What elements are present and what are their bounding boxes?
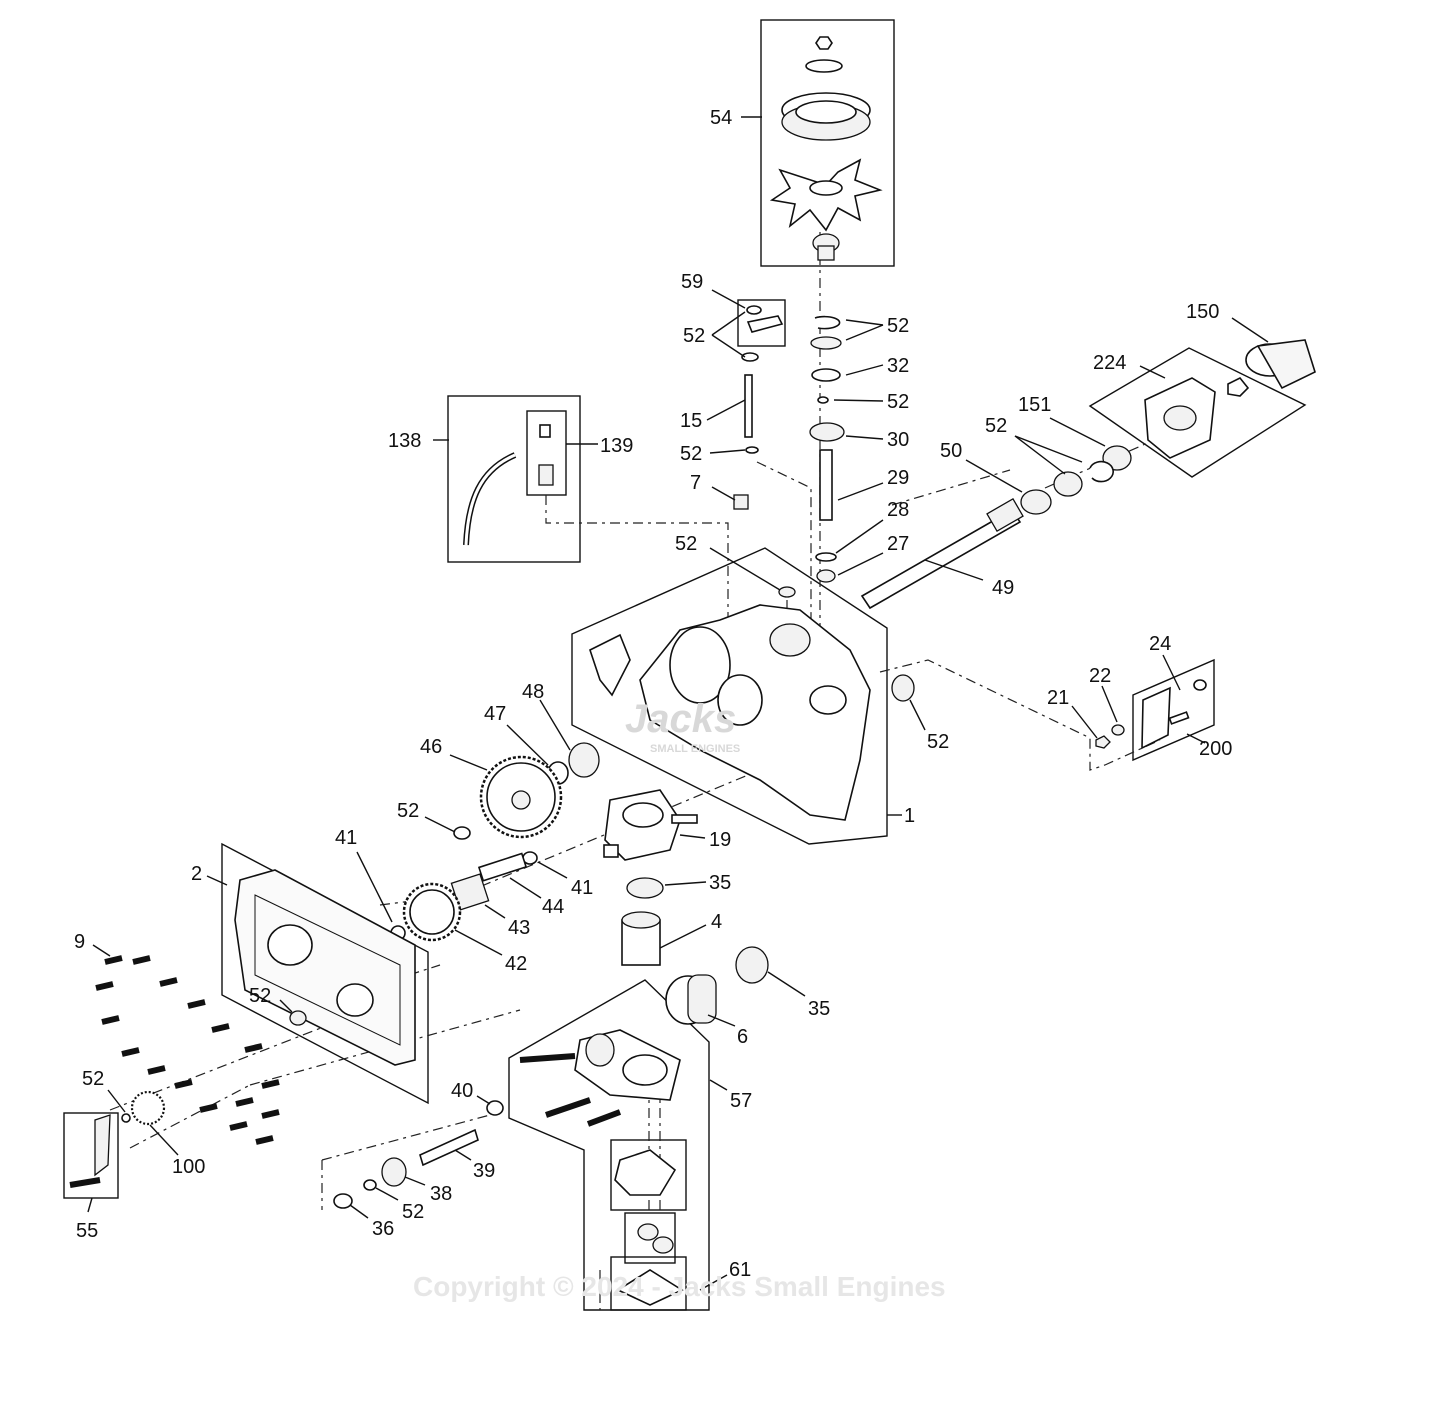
callout-138: 138 — [388, 430, 421, 452]
callout-55: 55 — [76, 1220, 98, 1242]
callout-41: 41 — [335, 827, 357, 849]
callout-52: 52 — [397, 800, 419, 822]
callout-39: 39 — [473, 1160, 495, 1182]
callout-52: 52 — [680, 443, 702, 465]
callout-151: 151 — [1018, 394, 1051, 416]
watermark-logo: Jacks SMALL ENGINES — [625, 697, 740, 755]
callout-27: 27 — [887, 533, 909, 555]
callout-52: 52 — [887, 391, 909, 413]
callout-52: 52 — [887, 315, 909, 337]
watermark-logo-text: Jacks — [625, 697, 736, 741]
box-57 — [508, 979, 710, 1311]
transaxle-exploded-parts-icon — [69, 36, 1316, 1306]
callout-40: 40 — [451, 1080, 473, 1102]
callout-49: 49 — [992, 577, 1014, 599]
callout-52: 52 — [683, 325, 705, 347]
box-61-mid — [624, 1212, 676, 1264]
box-61-bottom — [610, 1256, 687, 1311]
callout-35: 35 — [808, 998, 830, 1020]
callout-139: 139 — [600, 435, 633, 457]
box-55 — [63, 1112, 119, 1199]
copyright-notice: Copyright © 2024 - Jacks Small Engines — [413, 1271, 946, 1302]
callout-44: 44 — [542, 896, 564, 918]
callout-224: 224 — [1093, 352, 1126, 374]
callout-150: 150 — [1186, 301, 1219, 323]
box-1 — [571, 547, 888, 845]
callout-47: 47 — [484, 703, 506, 725]
callout-9: 9 — [74, 931, 85, 953]
callout-52: 52 — [927, 731, 949, 753]
callout-4: 4 — [711, 911, 722, 933]
callout-36: 36 — [372, 1218, 394, 1240]
callout-59: 59 — [681, 271, 703, 293]
callout-52: 52 — [82, 1068, 104, 1090]
callout-41: 41 — [571, 877, 593, 899]
callout-22: 22 — [1089, 665, 1111, 687]
box-59 — [737, 299, 786, 347]
callout-52: 52 — [402, 1201, 424, 1223]
callout-54: 54 — [710, 107, 732, 129]
callout-38: 38 — [430, 1183, 452, 1205]
callout-6: 6 — [737, 1026, 748, 1048]
callout-2: 2 — [191, 863, 202, 885]
bolts — [95, 955, 622, 1145]
box-224 — [1088, 347, 1307, 478]
callout-57: 57 — [730, 1090, 752, 1112]
box-54 — [760, 19, 895, 267]
callout-52: 52 — [249, 985, 271, 1007]
callout-46: 46 — [420, 736, 442, 758]
callout-35: 35 — [709, 872, 731, 894]
callout-52: 52 — [985, 415, 1007, 437]
callout-50: 50 — [940, 440, 962, 462]
callout-200: 200 — [1199, 738, 1232, 760]
callout-100: 100 — [172, 1156, 205, 1178]
callout-30: 30 — [887, 429, 909, 451]
callout-labels: 54 59 52 52 15 52 7 138 139 52 32 52 30 … — [74, 107, 1232, 1281]
callout-42: 42 — [505, 953, 527, 975]
box-200 — [1132, 658, 1215, 762]
callout-15: 15 — [680, 410, 702, 432]
watermark-logo-subtext: SMALL ENGINES — [650, 743, 740, 755]
callout-48: 48 — [522, 681, 544, 703]
callout-32: 32 — [887, 355, 909, 377]
callout-52: 52 — [675, 533, 697, 555]
leader-lines — [87, 116, 1269, 1291]
callout-28: 28 — [887, 499, 909, 521]
callout-21: 21 — [1047, 687, 1069, 709]
callout-19: 19 — [709, 829, 731, 851]
callout-29: 29 — [887, 467, 909, 489]
callout-7: 7 — [690, 472, 701, 494]
callout-1: 1 — [904, 805, 915, 827]
callout-24: 24 — [1149, 633, 1171, 655]
callout-61: 61 — [729, 1259, 751, 1281]
callout-43: 43 — [508, 917, 530, 939]
box-138 — [447, 395, 581, 563]
